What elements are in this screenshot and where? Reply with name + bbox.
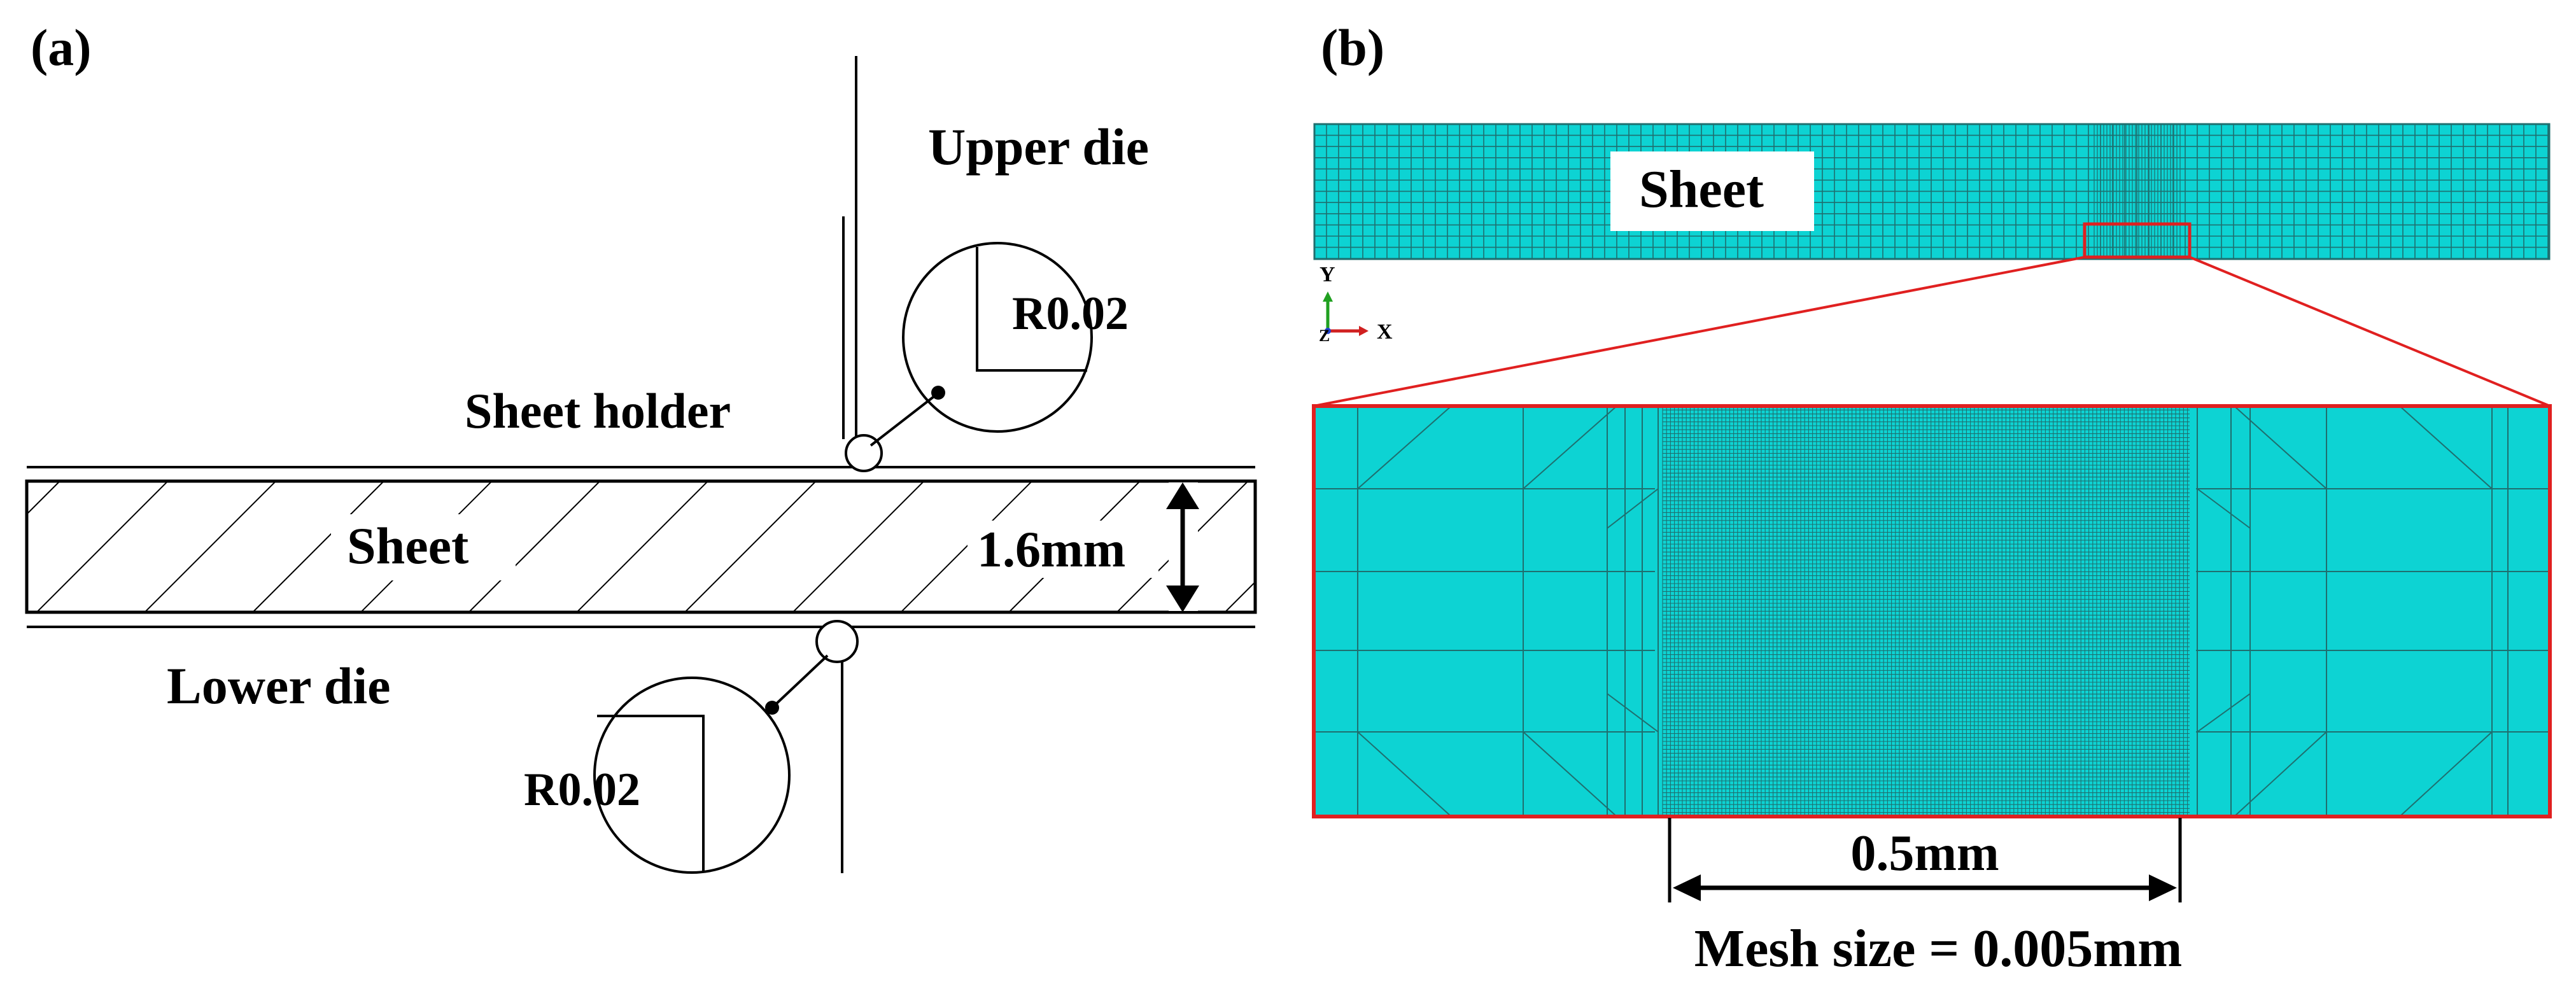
lower-detail-circle: [593, 677, 791, 874]
lower-die-label: Lower die: [167, 657, 391, 715]
lower-corner-marker: [815, 620, 859, 663]
mesh-strip-grid: [1314, 124, 2549, 259]
mesh-line: [2234, 731, 2327, 817]
mesh-line: [2197, 693, 2251, 733]
mesh-line: [1357, 731, 1452, 817]
axis-y-head: [1323, 291, 1333, 302]
axis-x-head: [1359, 326, 1369, 336]
width-dimension-label: 0.5mm: [1850, 825, 1999, 881]
zoomed-mesh-grid: [1314, 406, 2550, 817]
panel-a-label: (a): [31, 18, 92, 76]
mesh-line: [2399, 406, 2493, 489]
axis-z-marker: [1325, 328, 1331, 334]
zoom-region-marker: [2083, 222, 2192, 259]
zoom-guide-left: [1313, 256, 2085, 407]
zoom-guide-right: [2189, 256, 2551, 407]
upper-detail-circle: [902, 242, 1093, 433]
thickness-arrow-head-bottom: [1166, 586, 1199, 612]
upper-detail-corner: [976, 247, 1087, 372]
panel-b-label: (b): [1321, 18, 1384, 76]
upper-leader-dot: [931, 386, 945, 400]
lower-leader-dot: [765, 701, 779, 715]
thickness-arrow-head-top: [1166, 482, 1199, 509]
dim-arrow-left: [1673, 874, 1701, 901]
mesh-sheet-label: Sheet: [1639, 160, 1764, 219]
axis-z-label: Z: [1319, 326, 1330, 345]
dim-arrow-right: [2149, 874, 2177, 901]
lower-detail-corner: [597, 715, 705, 872]
upper-radius-label: R0.02: [1012, 288, 1129, 340]
zoomed-mesh-border: [1312, 404, 2552, 818]
sheet-holder-label: Sheet holder: [465, 383, 731, 438]
mesh-line: [1357, 406, 1452, 489]
mesh-line: [1523, 406, 1617, 489]
mesh-line: [2197, 488, 2251, 529]
lower-radius-label: R0.02: [524, 764, 640, 816]
mesh-line: [1607, 488, 1659, 529]
mesh-line: [1607, 693, 1659, 733]
upper-die-label: Upper die: [928, 118, 1149, 176]
mesh-line: [2234, 406, 2327, 489]
mesh-size-label: Mesh size = 0.005mm: [1694, 919, 2182, 978]
mesh-line: [1523, 731, 1617, 817]
mesh-line: [2399, 731, 2493, 817]
thickness-label-backdrop: [968, 521, 1158, 578]
lower-leader-line: [771, 654, 829, 709]
sheet-label: Sheet: [347, 517, 468, 575]
axis-y-label: Y: [1320, 263, 1335, 286]
axis-x-label: X: [1377, 320, 1393, 344]
panel-a-schematic: (a) Sheet holder Upper die Sheet 1.6mm L…: [25, 18, 1257, 874]
thickness-label: 1.6mm: [977, 522, 1125, 578]
mesh-sheet-label-box: [1610, 151, 1814, 231]
axis-triad: Y Z X: [1319, 263, 1393, 345]
panel-b-mesh: (b) Sheet Y Z X 0.5mm Me: [1312, 18, 2552, 978]
sheet-label-backdrop: [331, 514, 516, 580]
